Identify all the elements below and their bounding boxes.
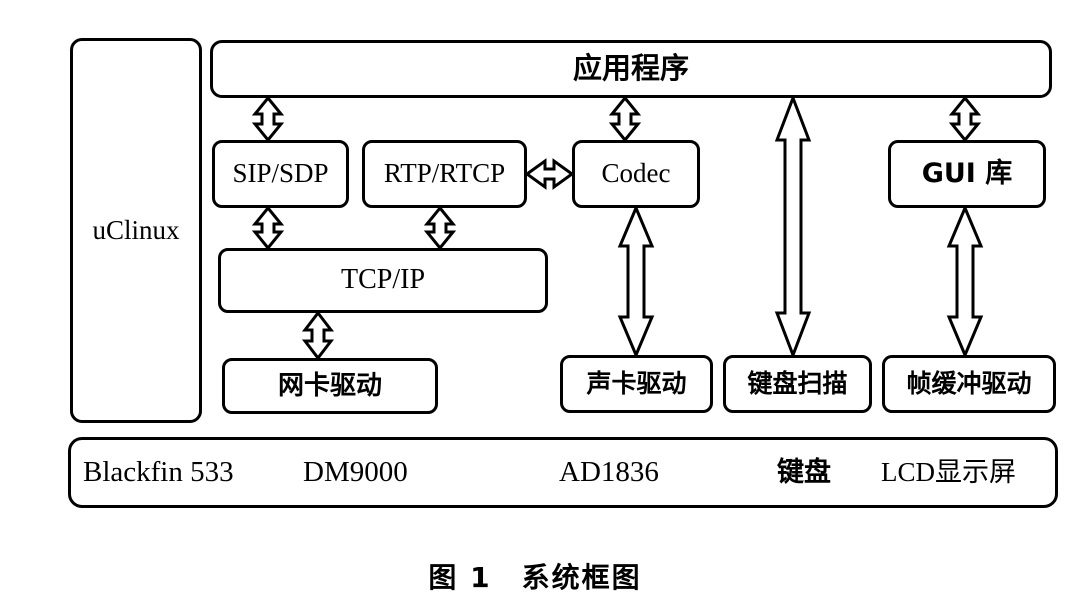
node-framebuffer-driver[interactable]: 帧缓冲驱动 [882, 355, 1056, 413]
arrow-application-keyboard-scan [774, 93, 812, 360]
arrow-tcp-ip-network-driver [301, 310, 335, 361]
arrow-rtp-rtcp-tcp-ip [423, 205, 457, 251]
node-codec-label: Codec [601, 158, 671, 189]
hardware-bar[interactable]: Blackfin 533 DM9000 AD1836 键盘 LCD显示屏 [68, 437, 1058, 508]
hardware-item-lcd-display: LCD显示屏 [881, 456, 1016, 487]
arrow-application-codec [608, 95, 642, 143]
node-uclinux[interactable]: uClinux [70, 38, 202, 423]
node-gui-library[interactable]: GUI 库 [888, 140, 1046, 208]
node-framebuffer-driver-label: 帧缓冲驱动 [906, 369, 1032, 399]
hardware-item-blackfin: Blackfin 533 [83, 455, 234, 488]
arrow-application-sip-sdp [251, 95, 285, 143]
node-codec[interactable]: Codec [572, 140, 700, 208]
node-uclinux-label: uClinux [92, 214, 180, 245]
hardware-item-ad1836: AD1836 [559, 455, 659, 488]
arrow-gui-library-framebuffer-driver [946, 204, 984, 359]
node-tcp-ip[interactable]: TCP/IP [218, 248, 548, 313]
node-sound-driver[interactable]: 声卡驱动 [560, 355, 713, 413]
node-rtp-rtcp-label: RTP/RTCP [383, 158, 506, 189]
hardware-item-dm9000: DM9000 [303, 455, 408, 488]
node-tcp-ip-label: TCP/IP [340, 264, 426, 296]
arrow-application-gui-library [948, 95, 982, 143]
arrow-rtp-rtcp-codec [524, 158, 575, 190]
node-keyboard-scan-label: 键盘扫描 [747, 369, 848, 399]
arrow-codec-sound-driver [617, 204, 655, 359]
node-sip-sdp[interactable]: SIP/SDP [212, 140, 349, 208]
node-sound-driver-label: 声卡驱动 [586, 369, 687, 399]
arrow-sip-sdp-tcp-ip [251, 205, 285, 251]
node-gui-library-label: GUI 库 [921, 158, 1013, 190]
node-network-driver-label: 网卡驱动 [277, 370, 382, 401]
node-rtp-rtcp[interactable]: RTP/RTCP [362, 140, 527, 208]
hardware-item-keyboard: 键盘 [777, 456, 831, 488]
node-network-driver[interactable]: 网卡驱动 [222, 358, 438, 414]
node-application-label: 应用程序 [572, 51, 689, 86]
node-sip-sdp-label: SIP/SDP [232, 158, 329, 189]
figure-caption: 图 1 系统框图 [428, 561, 642, 594]
node-application[interactable]: 应用程序 [210, 40, 1052, 98]
node-keyboard-scan[interactable]: 键盘扫描 [723, 355, 872, 413]
